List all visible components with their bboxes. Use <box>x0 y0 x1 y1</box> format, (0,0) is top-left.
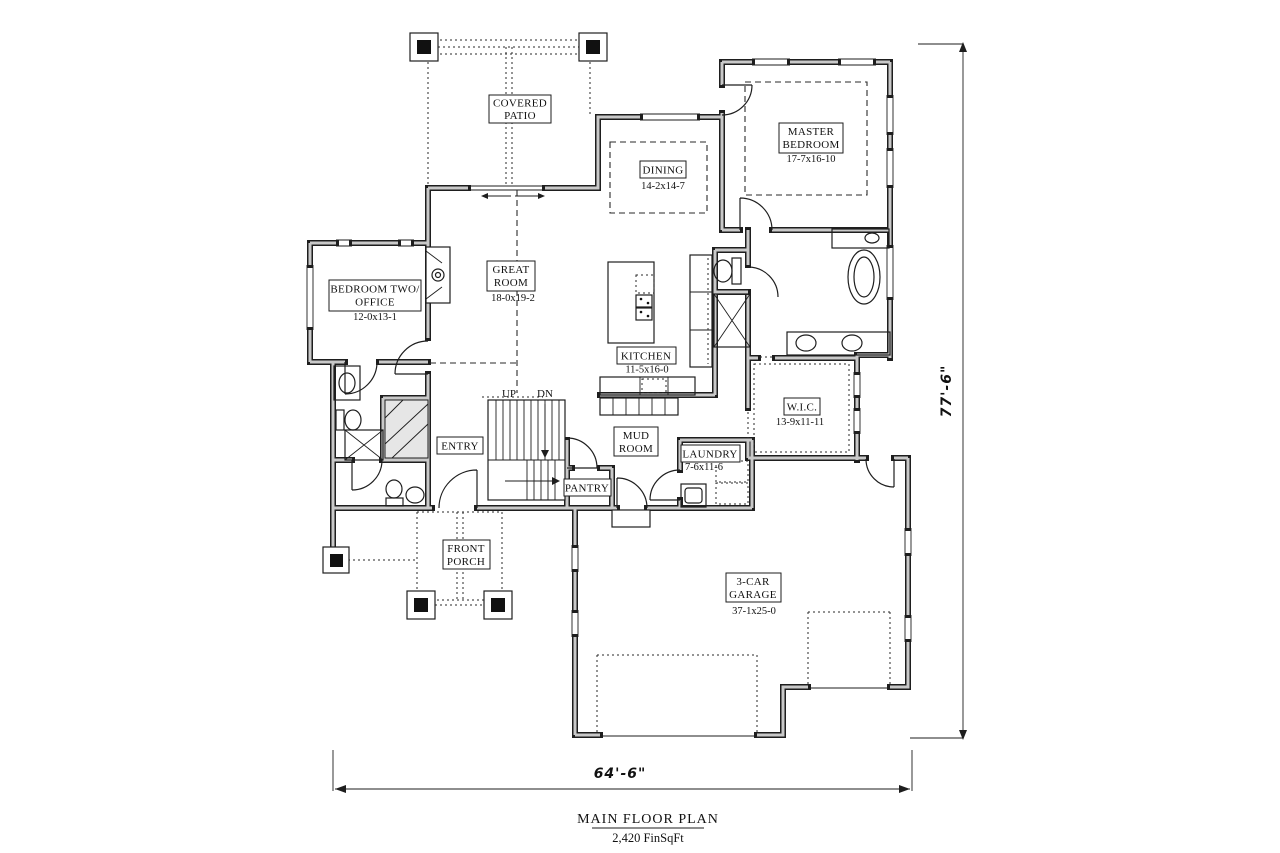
svg-text:7-6x11-6: 7-6x11-6 <box>685 462 723 473</box>
wic-shelving <box>753 363 850 453</box>
kitchen-counters <box>599 254 713 396</box>
bath2-sink <box>333 365 361 401</box>
sheet-title: MAIN FLOOR PLAN 2,420 FinSqFt <box>577 812 719 845</box>
svg-text:W.I.C.: W.I.C. <box>787 402 817 414</box>
room-label-kitchen: KITCHEN 11-5x16-0 <box>616 346 677 376</box>
svg-text:3-CAR: 3-CAR <box>736 576 770 588</box>
height-dimension: 77'-6" <box>939 365 955 418</box>
svg-text:LAUNDRY: LAUNDRY <box>682 449 737 461</box>
stairs-up-label: UP <box>502 388 516 400</box>
kitchen-island <box>607 261 655 344</box>
svg-text:KITCHEN: KITCHEN <box>621 351 671 363</box>
patio-porch-outline <box>348 39 591 606</box>
width-dimension: 64'-6" <box>594 766 647 782</box>
svg-text:ROOM: ROOM <box>619 443 653 455</box>
svg-text:FRONT: FRONT <box>447 543 485 555</box>
fireplace <box>425 246 451 304</box>
patio-post-left <box>409 32 439 62</box>
room-label-entry: ENTRY <box>436 436 484 455</box>
room-label-pantry: PANTRY <box>563 478 612 497</box>
room-label-covered-patio: COVERED PATIO <box>488 94 552 124</box>
dimension-lines: 77'-6" 64'-6" <box>332 42 967 793</box>
svg-text:OFFICE: OFFICE <box>355 297 395 309</box>
room-label-mud-room: MUD ROOM <box>613 426 659 457</box>
room-label-dining: DINING 14-2x14-7 <box>639 160 687 192</box>
svg-text:BEDROOM TWO/: BEDROOM TWO/ <box>330 284 420 296</box>
doors <box>344 84 895 509</box>
room-labels: COVERED PATIO DINING 14-2x14-7 MASTER BE… <box>328 94 844 617</box>
room-label-laundry: LAUNDRY 7-6x11-6 <box>680 444 741 473</box>
staircase: UP DN <box>487 388 566 501</box>
yard-post <box>322 546 350 574</box>
plan-title: MAIN FLOOR PLAN <box>577 812 719 827</box>
mud-room-lockers <box>599 397 679 416</box>
svg-text:BEDROOM: BEDROOM <box>782 139 839 151</box>
svg-text:12-0x13-1: 12-0x13-1 <box>353 312 397 323</box>
stairs-down-label: DN <box>537 388 553 400</box>
fixtures <box>333 228 891 528</box>
master-vanity <box>786 331 891 356</box>
patio-post-right <box>578 32 608 62</box>
master-toilet <box>713 257 742 285</box>
room-label-wic: W.I.C. 13-9x11-11 <box>776 397 824 428</box>
room-label-garage: 3-CAR GARAGE 37-1x25-0 <box>725 572 782 617</box>
svg-text:37-1x25-0: 37-1x25-0 <box>732 606 776 617</box>
svg-text:18-0x19-2: 18-0x19-2 <box>491 293 535 304</box>
svg-text:COVERED: COVERED <box>493 98 547 110</box>
svg-text:MASTER: MASTER <box>788 126 835 138</box>
laundry-sink <box>680 483 707 508</box>
svg-text:PORCH: PORCH <box>447 556 485 568</box>
svg-text:DINING: DINING <box>643 165 684 177</box>
porch-post-right <box>483 590 513 620</box>
room-label-great-room: GREAT ROOM 18-0x19-2 <box>486 260 536 304</box>
svg-text:13-9x11-11: 13-9x11-11 <box>776 417 824 428</box>
svg-text:14-2x14-7: 14-2x14-7 <box>641 181 685 192</box>
plan-sqft: 2,420 FinSqFt <box>612 831 684 845</box>
bath2-shower <box>344 429 384 461</box>
room-label-front-porch: FRONT PORCH <box>442 539 491 570</box>
svg-text:PATIO: PATIO <box>504 110 536 122</box>
master-shower <box>713 293 751 348</box>
porch-post-left <box>406 590 436 620</box>
room-label-master-bedroom: MASTER BEDROOM 17-7x16-10 <box>778 122 844 165</box>
svg-text:MUD: MUD <box>623 430 650 442</box>
svg-text:11-5x16-0: 11-5x16-0 <box>625 365 668 376</box>
svg-text:PANTRY: PANTRY <box>565 483 609 495</box>
svg-text:GARAGE: GARAGE <box>729 589 777 601</box>
svg-text:GREAT: GREAT <box>493 264 530 276</box>
powder-sink <box>405 486 425 504</box>
entry-closet <box>384 399 429 459</box>
makeup-counter <box>831 228 890 249</box>
bath2-toilet <box>335 409 362 431</box>
garage-step <box>611 509 651 528</box>
svg-text:ENTRY: ENTRY <box>441 441 479 453</box>
master-tub <box>847 249 881 305</box>
room-label-bedroom-two: BEDROOM TWO/ OFFICE 12-0x13-1 <box>328 279 422 323</box>
svg-text:17-7x16-10: 17-7x16-10 <box>787 154 836 165</box>
structural-posts <box>322 32 608 620</box>
windows <box>306 58 912 737</box>
powder-toilet <box>385 479 404 507</box>
svg-text:ROOM: ROOM <box>494 277 528 289</box>
